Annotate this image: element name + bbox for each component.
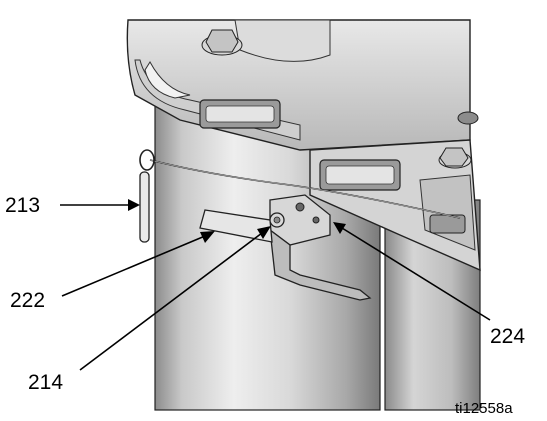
top-plate-left (126, 19, 471, 151)
screw (269, 212, 285, 228)
callout-214: 214 (28, 371, 64, 394)
callout-222: 222 (10, 289, 46, 312)
leader-222 (61, 231, 215, 297)
top-bolt-far-right (457, 111, 479, 125)
holder-plate (199, 209, 273, 243)
callout-224: 224 (490, 325, 526, 348)
figure-id: ti12558a (455, 400, 513, 417)
leader-213 (60, 199, 140, 211)
leader-224 (333, 222, 491, 321)
leader-214 (79, 226, 271, 371)
top-bolt-right (438, 147, 472, 169)
callout-213: 213 (5, 194, 41, 217)
top-bolt-left (201, 29, 243, 56)
mounting-bracket (269, 194, 372, 301)
hitch-pin (139, 149, 155, 243)
